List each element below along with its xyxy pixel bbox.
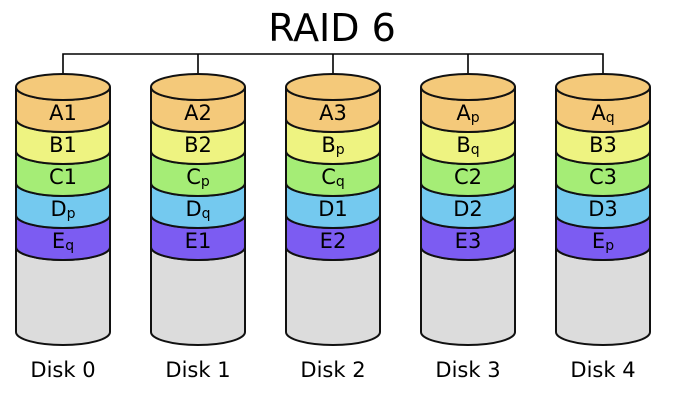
- block-letter: A: [319, 101, 334, 125]
- block-label: B2: [184, 133, 212, 157]
- block-label: C1: [49, 165, 77, 189]
- block-letter: B: [456, 133, 470, 157]
- block-letter: E: [52, 229, 65, 253]
- parity-subscript: p: [471, 110, 480, 126]
- block-index: 3: [604, 197, 617, 221]
- block-letter: C: [321, 165, 336, 189]
- block-label: E1: [185, 229, 212, 253]
- block-index: 1: [334, 197, 347, 221]
- block-letter: E: [185, 229, 198, 253]
- block-index: 2: [199, 101, 212, 125]
- controller-bus-line: [62, 53, 604, 89]
- block-letter: E: [455, 229, 468, 253]
- parity-subscript: p: [336, 142, 345, 158]
- block-letter: C: [454, 165, 469, 189]
- block-label: Eq: [52, 229, 74, 254]
- block-letter: B: [589, 133, 603, 157]
- block-label: Dp: [50, 197, 75, 222]
- disk-empty-space: [285, 246, 381, 346]
- block-letter: B: [321, 133, 335, 157]
- block-label: Bp: [321, 133, 344, 158]
- block-label: B3: [589, 133, 617, 157]
- block-index: 1: [64, 165, 77, 189]
- parity-subscript: q: [471, 142, 480, 158]
- block-label: A3: [319, 101, 347, 125]
- block-letter: A: [456, 101, 471, 125]
- block-letter: D: [50, 197, 66, 221]
- disk-top-cap: [15, 73, 111, 101]
- block-letter: A: [184, 101, 199, 125]
- parity-subscript: q: [202, 206, 211, 222]
- disk-top-cap: [420, 73, 516, 101]
- disk-empty-space: [555, 246, 651, 346]
- block-label: Cp: [186, 165, 210, 190]
- block-letter: D: [588, 197, 604, 221]
- block-label: A1: [49, 101, 77, 125]
- block-letter: E: [320, 229, 333, 253]
- block-label: D1: [318, 197, 348, 221]
- disk-empty-space: [15, 246, 111, 346]
- block-letter: C: [186, 165, 201, 189]
- block-letter: D: [453, 197, 469, 221]
- parity-subscript: q: [65, 238, 74, 254]
- disk-label: Disk 3: [435, 358, 500, 382]
- block-index: 3: [468, 229, 481, 253]
- block-letter: D: [318, 197, 334, 221]
- block-index: 1: [64, 101, 77, 125]
- block-letter: A: [591, 101, 606, 125]
- parity-subscript: p: [67, 206, 76, 222]
- block-label: E2: [320, 229, 347, 253]
- block-letter: C: [589, 165, 604, 189]
- block-letter: B: [184, 133, 198, 157]
- block-label: C2: [454, 165, 482, 189]
- block-letter: A: [49, 101, 64, 125]
- block-index: 2: [199, 133, 212, 157]
- disk-label: Disk 0: [30, 358, 95, 382]
- block-label: A2: [184, 101, 212, 125]
- parity-subscript: p: [605, 238, 614, 254]
- disk-top-cap: [555, 73, 651, 101]
- parity-subscript: q: [336, 174, 345, 190]
- block-label: E3: [455, 229, 482, 253]
- disk-empty-space: [150, 246, 246, 346]
- diagram-title: RAID 6: [268, 6, 396, 50]
- block-letter: D: [185, 197, 201, 221]
- block-index: 1: [64, 133, 77, 157]
- disk-label: Disk 2: [300, 358, 365, 382]
- block-label: Aq: [591, 101, 614, 126]
- disk-top-cap: [150, 73, 246, 101]
- block-label: C3: [589, 165, 617, 189]
- block-label: Bq: [456, 133, 479, 158]
- block-letter: B: [49, 133, 63, 157]
- parity-subscript: p: [201, 174, 210, 190]
- disk-label: Disk 1: [165, 358, 230, 382]
- block-index: 2: [469, 165, 482, 189]
- block-label: Dq: [185, 197, 210, 222]
- block-label: D3: [588, 197, 618, 221]
- parity-subscript: q: [606, 110, 615, 126]
- block-label: D2: [453, 197, 483, 221]
- block-letter: E: [592, 229, 605, 253]
- block-index: 3: [604, 165, 617, 189]
- block-label: Ep: [592, 229, 614, 254]
- block-index: 2: [469, 197, 482, 221]
- block-label: B1: [49, 133, 77, 157]
- block-label: Ap: [456, 101, 479, 126]
- disk-top-cap: [285, 73, 381, 101]
- block-index: 3: [604, 133, 617, 157]
- block-label: Cq: [321, 165, 345, 190]
- disk-empty-space: [420, 246, 516, 346]
- block-letter: C: [49, 165, 64, 189]
- block-index: 1: [198, 229, 211, 253]
- disk-label: Disk 4: [570, 358, 635, 382]
- block-index: 2: [333, 229, 346, 253]
- block-index: 3: [334, 101, 347, 125]
